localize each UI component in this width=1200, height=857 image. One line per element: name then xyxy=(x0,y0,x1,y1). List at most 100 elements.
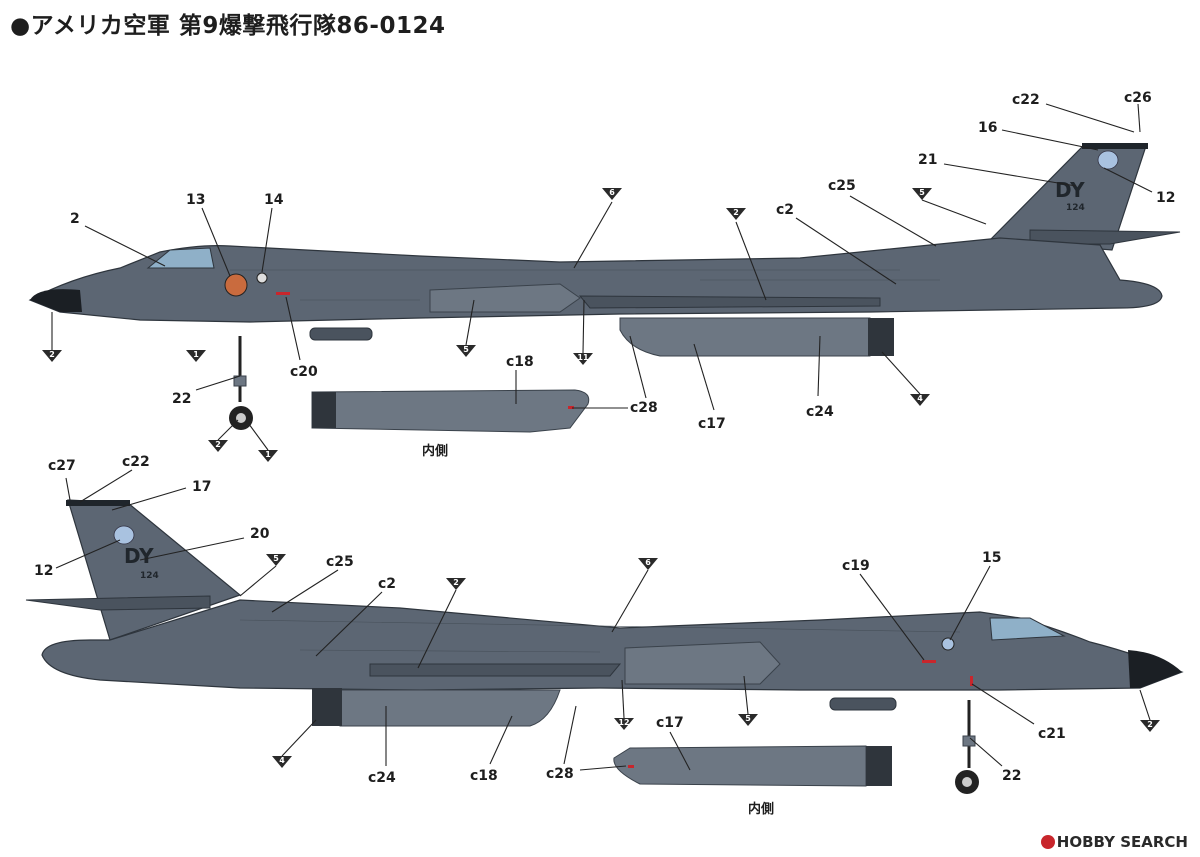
callout-c24: c24 xyxy=(368,770,396,786)
pod-inner-bottom xyxy=(613,745,892,787)
red-marking-c21 xyxy=(970,676,973,686)
callout-16: 16 xyxy=(978,120,997,136)
callout-13: 13 xyxy=(186,192,205,208)
marker-5-glove-top: 5 xyxy=(456,345,476,357)
marker-6-bottom: 6 xyxy=(638,558,658,570)
svg-text:4: 4 xyxy=(917,394,923,403)
callout-c22: c22 xyxy=(1012,92,1040,108)
marker-2-wing-bottom: 2 xyxy=(446,578,466,590)
tail-serial-bottom: 124 xyxy=(140,571,159,581)
callout-c20: c20 xyxy=(290,364,318,380)
marker-1-gear-top: 1 xyxy=(186,350,206,362)
aircraft-top-view: DY 124 xyxy=(28,143,1181,357)
svg-text:5: 5 xyxy=(745,714,751,723)
pod-caption-bottom: 内側 xyxy=(748,801,774,817)
callout-12: 12 xyxy=(1156,190,1175,206)
tail-code-top: DY xyxy=(1055,178,1085,202)
callout-c26: c26 xyxy=(1124,90,1152,106)
landing-gear-top xyxy=(229,336,253,430)
markers-bottom: 5 2 6 4 12 5 2 xyxy=(266,554,1160,768)
nose-art-top xyxy=(224,273,248,297)
wing-bottom xyxy=(369,663,622,677)
svg-text:2: 2 xyxy=(215,440,221,449)
callout-17: 17 xyxy=(192,479,211,495)
callout-c18: c18 xyxy=(470,768,498,784)
wing-glove-bottom xyxy=(624,641,781,685)
svg-text:2: 2 xyxy=(1147,720,1153,729)
tail-code-bottom: DY xyxy=(124,544,154,568)
svg-text:6: 6 xyxy=(609,188,615,197)
marker-5-glove-bottom: 5 xyxy=(738,714,758,726)
wing-top xyxy=(578,295,881,309)
wing-glove-top xyxy=(429,283,581,313)
fuselage-bottom xyxy=(41,599,1184,691)
radome-bottom xyxy=(1128,650,1182,688)
callout-20: 20 xyxy=(250,526,270,542)
callout-12: 12 xyxy=(34,563,53,579)
svg-text:2: 2 xyxy=(453,578,459,587)
engine-nacelle-bottom xyxy=(339,689,561,727)
markers-top: 2 1 2 1 6 2 5 5 11 4 xyxy=(42,188,932,462)
svg-text:1: 1 xyxy=(193,350,199,359)
horizontal-stabilizer-bottom xyxy=(25,595,211,611)
callout-c2: c2 xyxy=(378,576,396,592)
marker-2-nose-bottom: 2 xyxy=(1140,720,1160,732)
marker-4-bottom: 4 xyxy=(272,756,292,768)
radome-top xyxy=(30,289,82,312)
svg-text:5: 5 xyxy=(919,188,925,197)
marker-6-top: 6 xyxy=(602,188,622,200)
callouts-top: 2 13 14 c20 22 c22 c26 16 21 12 c25 c2 c… xyxy=(70,90,1175,432)
callout-15: 15 xyxy=(982,550,1001,566)
marker-4-top: 4 xyxy=(910,394,930,406)
aircraft-bottom-view: DY 124 xyxy=(25,499,1184,727)
callout-22: 22 xyxy=(1002,768,1021,784)
engine-nozzle-bottom xyxy=(312,688,342,726)
pod-caption-top: 内側 xyxy=(422,443,448,459)
callouts-bottom: c27 c22 17 20 12 c25 c2 c19 15 c21 22 c2… xyxy=(34,454,1066,786)
emblem-15-bottom xyxy=(941,637,955,651)
marker-12-bottom: 12 xyxy=(614,718,634,730)
svg-text:2: 2 xyxy=(49,350,55,359)
callout-c17: c17 xyxy=(656,715,684,731)
callout-c27: c27 xyxy=(48,458,76,474)
unit-emblem-bottom xyxy=(113,525,135,545)
canopy-bottom xyxy=(989,617,1066,641)
callout-c19: c19 xyxy=(842,558,870,574)
horizontal-stabilizer-top xyxy=(1029,229,1181,245)
landing-gear-bottom xyxy=(955,700,979,794)
page-title: ●アメリカ空軍 第9爆撃飛行隊86-0124 xyxy=(10,13,446,39)
marker-1-wheel-top: 1 xyxy=(258,450,278,462)
svg-text:2: 2 xyxy=(733,208,739,217)
callout-21: 21 xyxy=(918,152,937,168)
callout-c21: c21 xyxy=(1038,726,1066,742)
unit-emblem-top xyxy=(1097,150,1119,170)
svg-text:4: 4 xyxy=(279,756,285,765)
callout-22: 22 xyxy=(172,391,191,407)
callout-c24: c24 xyxy=(806,404,834,420)
pod-inner-top xyxy=(311,389,590,433)
targeting-pod-bottom xyxy=(829,697,897,711)
watermark-text: HOBBY SEARCH xyxy=(1056,833,1188,851)
marker-11-top: 11 xyxy=(573,353,593,365)
svg-text:12: 12 xyxy=(618,718,629,727)
marker-2-nose-top: 2 xyxy=(42,350,62,362)
hobby-search-logo-icon xyxy=(1040,835,1055,849)
callout-c18: c18 xyxy=(506,354,534,370)
tail-serial-top: 124 xyxy=(1066,203,1085,213)
tail-stripe-bottom xyxy=(66,500,130,506)
marker-5-tail-bottom: 5 xyxy=(266,554,286,566)
svg-text:11: 11 xyxy=(577,353,589,362)
callout-c17: c17 xyxy=(698,416,726,432)
red-marking-top xyxy=(276,292,290,295)
svg-text:5: 5 xyxy=(273,554,279,563)
targeting-pod-top xyxy=(309,327,373,341)
svg-text:6: 6 xyxy=(645,558,651,567)
canopy-top xyxy=(146,247,215,269)
watermark: HOBBY SEARCH xyxy=(1040,833,1188,851)
callout-2: 2 xyxy=(70,211,80,227)
marker-2-wheel-top: 2 xyxy=(208,440,228,452)
emblem-14-top xyxy=(256,272,268,284)
callout-14: 14 xyxy=(264,192,284,208)
engine-nacelle-top xyxy=(619,317,871,357)
